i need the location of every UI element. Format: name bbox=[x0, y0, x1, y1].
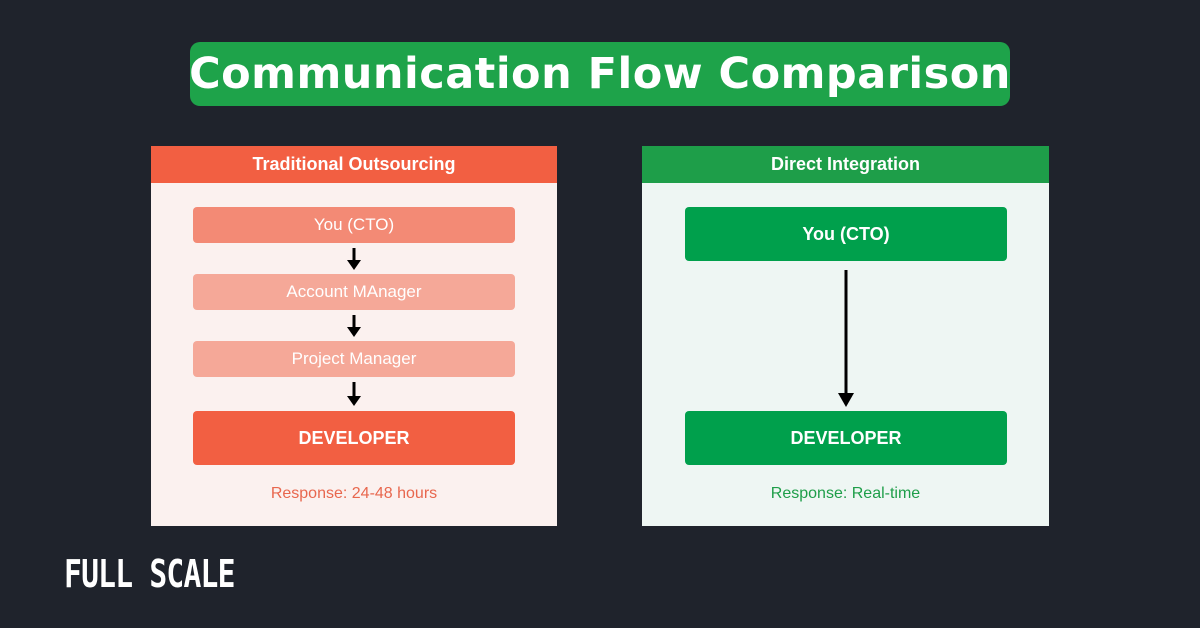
developer-box-traditional: DEVELOPER bbox=[193, 411, 515, 465]
cto-box-direct: You (CTO) bbox=[685, 207, 1007, 261]
response-time-direct: Response: Real-time bbox=[770, 485, 921, 502]
arrow-down-icon bbox=[347, 382, 361, 406]
traditional-outsourcing-panel: Traditional Outsourcing You (CTO) Accoun… bbox=[151, 146, 557, 526]
title-banner: Communication Flow Comparison bbox=[189, 42, 1011, 106]
arrow-down-icon bbox=[347, 248, 361, 270]
page-title: Communication Flow Comparison bbox=[189, 49, 1011, 99]
direct-integration-panel: Direct Integration You (CTO) DEVELOPER R… bbox=[642, 146, 1049, 526]
cto-box-traditional: You (CTO) bbox=[193, 207, 515, 243]
arrow-down-icon bbox=[347, 315, 361, 337]
panel-header-traditional: Traditional Outsourcing bbox=[151, 146, 557, 183]
account-manager-box: Account MAnager bbox=[193, 274, 515, 310]
panel-header-direct: Direct Integration bbox=[642, 146, 1049, 183]
response-time-traditional: Response: 24-48 hours bbox=[270, 485, 438, 502]
full-scale-logo: FULL SCALE bbox=[64, 552, 235, 596]
project-manager-box: Project Manager bbox=[193, 341, 515, 377]
arrow-down-icon bbox=[838, 270, 854, 407]
developer-box-direct: DEVELOPER bbox=[685, 411, 1007, 465]
